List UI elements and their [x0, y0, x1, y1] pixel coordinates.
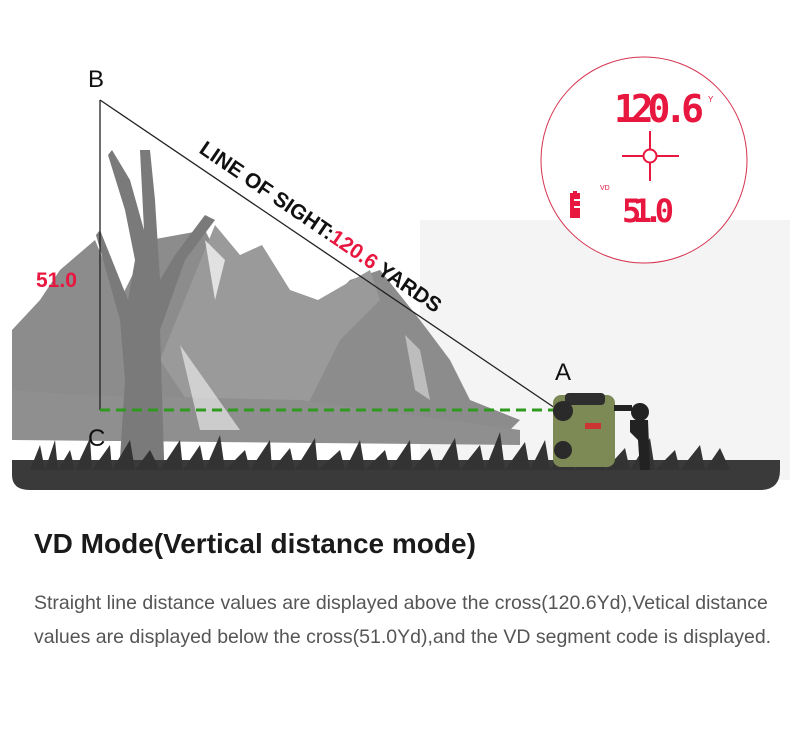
- tree: [96, 150, 215, 490]
- display-distance: 120.6: [614, 87, 704, 131]
- display-vertical: 51.0: [622, 192, 674, 230]
- description-text: Straight line distance values are displa…: [34, 592, 772, 648]
- point-label-a: A: [555, 359, 571, 386]
- vertical-distance-label: 51.0: [36, 269, 77, 292]
- display-mode: VD: [600, 185, 610, 192]
- point-label-c: C: [88, 425, 105, 452]
- line-of-sight-ab: [99, 99, 556, 409]
- point-label-b: B: [88, 66, 104, 93]
- person-silhouette: [614, 403, 650, 470]
- page-title: VD Mode(Vertical distance mode): [34, 528, 476, 559]
- battery-icon: [570, 191, 580, 218]
- display-unit: Y: [708, 95, 714, 104]
- rangefinder-display: 120.6 Y VD 51.0: [540, 56, 748, 264]
- grass: [30, 432, 730, 470]
- crosshair-icon: [622, 131, 679, 181]
- rangefinder-device: [553, 393, 615, 467]
- rangefinder-scene: B A C 51.0 LINE OF SIGHT:120.6 YARDS 120…: [12, 56, 790, 490]
